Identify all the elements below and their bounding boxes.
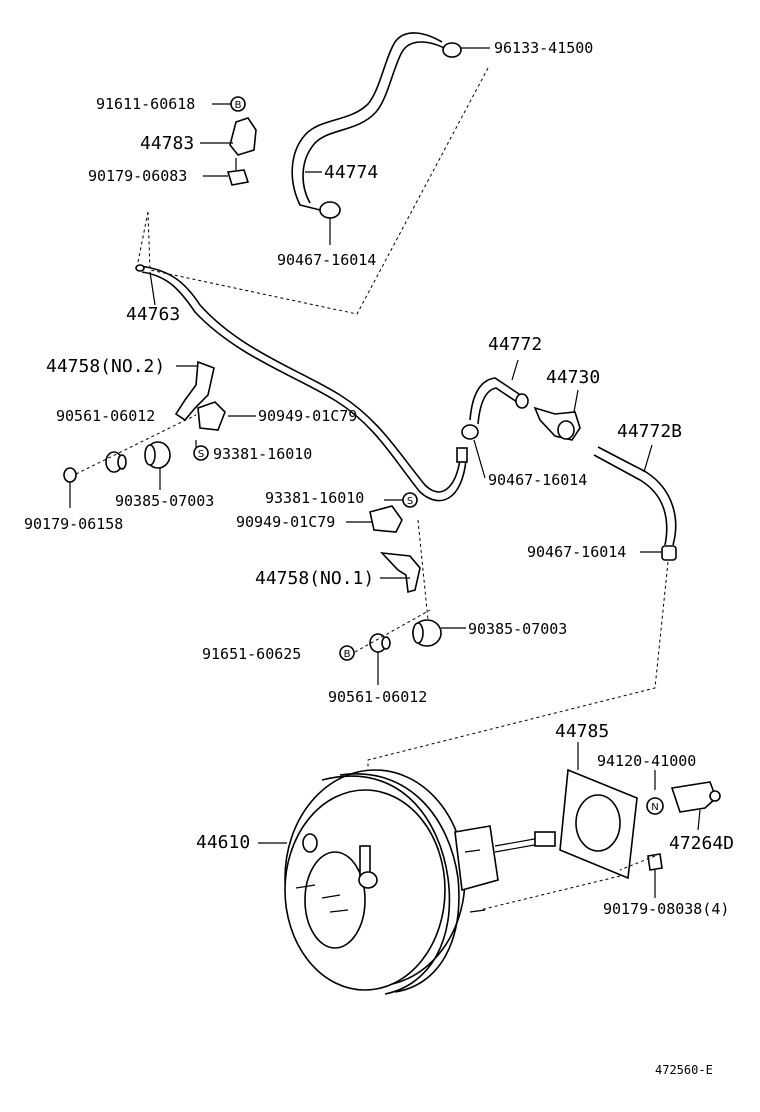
label-90561-06012-b: 90561-06012 [328, 688, 427, 706]
diagram-id: 472560-E [655, 1063, 713, 1077]
label-44774: 44774 [324, 162, 378, 183]
marker-b-lower: B [339, 645, 355, 661]
brake-booster-44610 [258, 769, 556, 995]
nut-90179-08038 [647, 853, 663, 898]
collar-90561-06012-b [369, 633, 391, 685]
label-90179-06158: 90179-06158 [24, 515, 123, 533]
label-93381-16010-a: 93381-16010 [213, 445, 312, 463]
label-44610: 44610 [196, 832, 250, 853]
grommet-90385-07003-b [412, 619, 466, 647]
label-94120-41000: 94120-41000 [597, 752, 696, 770]
label-90179-08038: 90179-08038(4) [603, 900, 729, 918]
clamp-90467-16014-c [640, 545, 677, 561]
hose-44772 [469, 359, 529, 425]
gasket-44785 [559, 742, 638, 880]
svg-text:S: S [198, 449, 204, 460]
hose-44774 [291, 32, 449, 211]
label-44758-no2: 44758(NO.2) [46, 356, 165, 377]
svg-text:B: B [235, 100, 242, 111]
label-44785: 44785 [555, 721, 609, 742]
label-44772: 44772 [488, 334, 542, 355]
label-44772b: 44772B [617, 421, 682, 442]
label-90179-06083: 90179-06083 [88, 167, 187, 185]
clip-90179-06083 [203, 158, 250, 186]
marker-s-a: S [193, 445, 209, 461]
clamp-90467-16014-upper [319, 201, 341, 245]
dashed-guide-upper [137, 67, 489, 315]
label-47264d: 47264D [669, 833, 734, 854]
bracket-47264d [670, 781, 721, 831]
hose-44772b [593, 444, 677, 546]
svg-text:N: N [651, 802, 658, 813]
bracket-44783 [200, 117, 257, 156]
pipe-44763 [135, 264, 468, 502]
label-91651-60625: 91651-60625 [202, 645, 301, 663]
svg-text:S: S [407, 496, 413, 507]
clamp-90949-01c79-a [197, 401, 256, 431]
label-90385-07003-a: 90385-07003 [115, 492, 214, 510]
label-90467-16014-c: 90467-16014 [527, 543, 626, 561]
svg-text:B: B [344, 649, 351, 660]
label-91611-60618: 91611-60618 [96, 95, 195, 113]
nut-90179-06158 [63, 467, 77, 508]
label-96133-41500: 96133-41500 [494, 39, 593, 57]
marker-n: N [646, 797, 664, 815]
grommet-90385-07003-a [144, 441, 171, 490]
label-90949-01c79-a: 90949-01C79 [258, 407, 357, 425]
marker-s-b: S [402, 492, 418, 508]
clamp-90467-16014-b [461, 424, 486, 479]
label-44730: 44730 [546, 367, 600, 388]
collar-90561-06012-a [105, 451, 127, 473]
label-44763: 44763 [126, 304, 180, 325]
label-44783: 44783 [140, 133, 194, 154]
label-93381-16010-b: 93381-16010 [265, 489, 364, 507]
clamp-96133-41500 [442, 42, 490, 58]
label-90949-01c79-b: 90949-01C79 [236, 513, 335, 531]
label-90467-16014-b: 90467-16014 [488, 471, 587, 489]
label-44758-no1: 44758(NO.1) [255, 568, 374, 589]
check-valve-44730 [533, 389, 581, 441]
label-90385-07003-b: 90385-07003 [468, 620, 567, 638]
bracket-44758-no1 [379, 551, 421, 594]
clamp-90949-01c79-b [346, 499, 404, 533]
label-90561-06012-a: 90561-06012 [56, 407, 155, 425]
marker-b-upper: B [230, 96, 246, 112]
label-90467-16014-a: 90467-16014 [277, 251, 376, 269]
